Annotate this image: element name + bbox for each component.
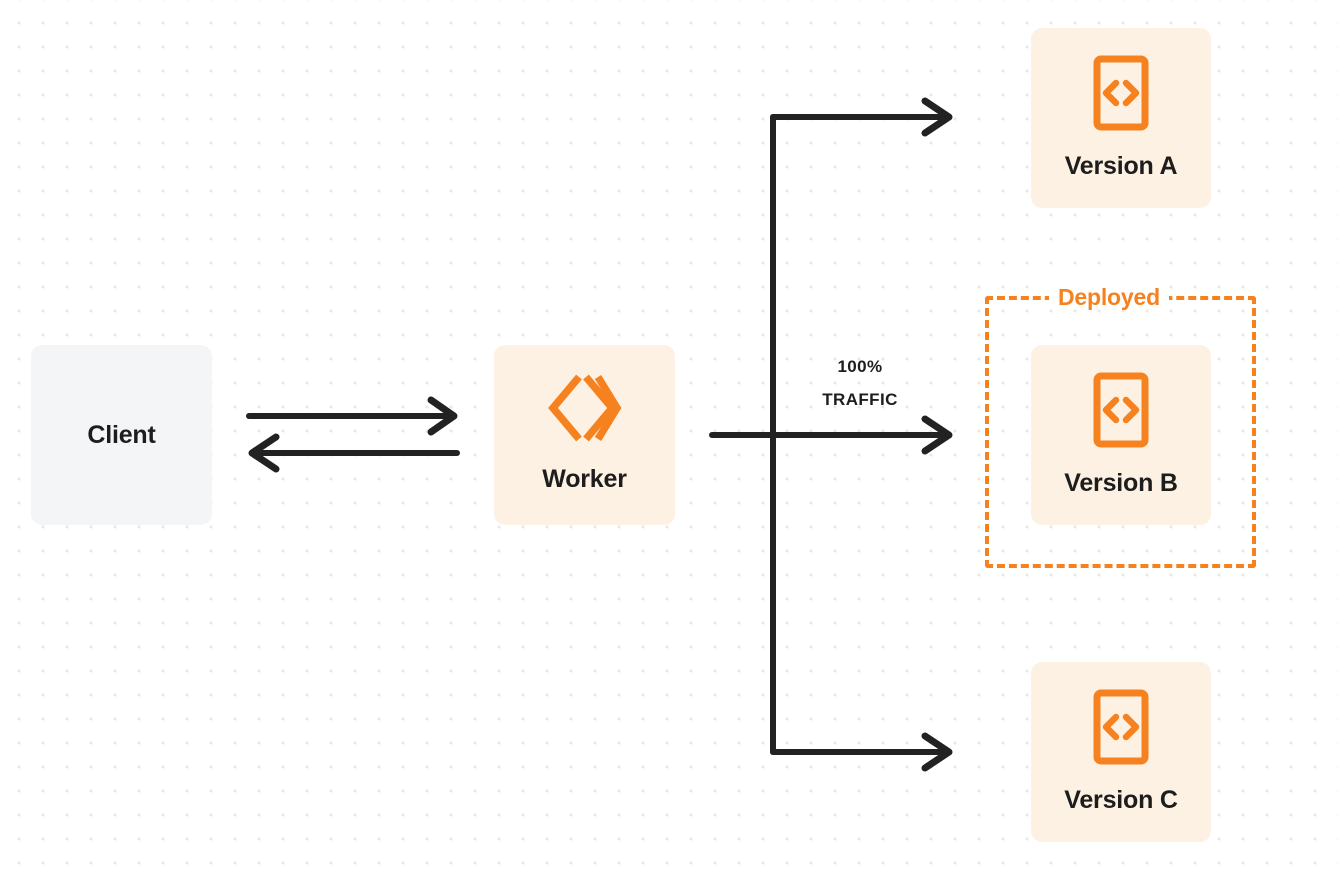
node-client[interactable]: Client	[31, 345, 212, 525]
node-version-a-label: Version A	[1064, 152, 1178, 180]
node-worker[interactable]: Worker	[494, 345, 675, 525]
traffic-label: 100% TRAFFIC	[779, 350, 941, 416]
code-file-icon	[1093, 372, 1149, 453]
node-version-c[interactable]: Version C	[1031, 662, 1211, 842]
node-version-b[interactable]: Version B	[1031, 345, 1211, 525]
cloudflare-workers-logo-icon	[546, 370, 624, 451]
traffic-word: TRAFFIC	[822, 390, 898, 410]
node-version-c-label: Version C	[1064, 786, 1178, 814]
node-version-b-label: Version B	[1064, 469, 1178, 497]
code-file-icon	[1093, 689, 1149, 770]
node-client-label: Client	[87, 420, 156, 449]
arrow-trunk-to-version-b	[770, 415, 953, 455]
arrow-client-to-worker	[246, 396, 458, 436]
arrow-worker-to-client	[248, 433, 460, 473]
arrow-trunk-to-version-a	[770, 97, 953, 137]
traffic-percent: 100%	[837, 357, 883, 376]
node-worker-label: Worker	[542, 465, 627, 493]
node-version-a[interactable]: Version A	[1031, 28, 1211, 208]
deployed-group-label: Deployed	[1049, 285, 1169, 309]
arrow-trunk-to-version-c	[770, 732, 953, 772]
code-file-icon	[1093, 55, 1149, 136]
